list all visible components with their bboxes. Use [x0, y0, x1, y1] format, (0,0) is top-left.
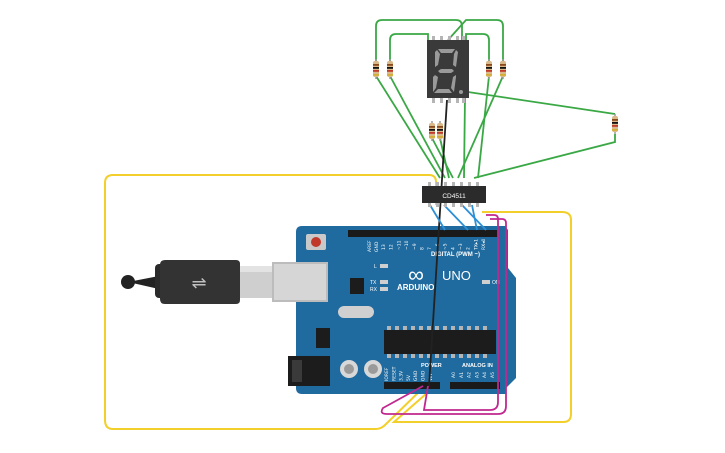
green-wire-4[interactable]: [447, 19, 504, 62]
power-header: [384, 382, 440, 389]
blue-wire-4[interactable]: [461, 204, 487, 231]
pin-label: TX▸1: [473, 239, 479, 251]
yellow-wire-right-loop[interactable]: [391, 211, 572, 423]
aref-pin-label: AREF: [367, 240, 373, 252]
atmega-chip: [384, 330, 496, 354]
magenta-wires: [380, 214, 507, 415]
pin-label: Vin: [428, 374, 434, 381]
resistor[interactable]: [500, 59, 506, 79]
led-rx-label: RX: [370, 287, 378, 293]
resistor[interactable]: [612, 114, 618, 134]
led-tx: [380, 280, 388, 284]
blue-wire-2[interactable]: [443, 204, 469, 231]
pin-label: 13: [381, 244, 387, 250]
pin-label: 8: [420, 247, 426, 250]
green-wire-8[interactable]: [457, 75, 504, 179]
pin-label: GND: [421, 370, 427, 381]
voltage-regulator: [316, 328, 330, 348]
pin-label: ~9: [412, 243, 418, 250]
pin-label: 5V: [406, 374, 412, 381]
display-segments: [433, 49, 458, 93]
decoder-label: CD4511: [442, 193, 466, 200]
pin-label: ~10: [404, 240, 410, 250]
pin-label: A0: [451, 372, 457, 378]
resistor[interactable]: [437, 121, 443, 141]
pin-label: A3: [474, 372, 480, 378]
on-led: [482, 280, 490, 284]
resistor[interactable]: [486, 59, 492, 79]
arduino-uno-board[interactable]: DIGITAL (PWM ~) ARDUINO UNO ∞ POWER ANAL…: [272, 226, 516, 394]
green-wire-6[interactable]: [389, 75, 446, 179]
pin-label: A5: [490, 372, 496, 378]
black-wire-gnd[interactable]: [428, 99, 448, 387]
yellow-wire-left-loop[interactable]: [104, 174, 437, 430]
resistor[interactable]: [429, 121, 435, 141]
green-wire-5[interactable]: [375, 75, 441, 179]
on-led-label: ON: [492, 280, 500, 286]
green-wire-13[interactable]: [473, 134, 616, 179]
seven-segment-display[interactable]: 8: [0, 0, 469, 103]
magenta-wire-1[interactable]: [422, 214, 499, 411]
pin-label: A1: [459, 372, 465, 378]
analog-header: [450, 382, 500, 389]
cd4511-decoder[interactable]: CD4511: [422, 182, 486, 207]
green-wire-11[interactable]: [467, 91, 616, 115]
usb-icon: ⇌: [191, 273, 206, 293]
pin-label: 4: [450, 247, 456, 250]
green-wire-10[interactable]: [439, 137, 450, 179]
pin-label: 3.3V: [399, 370, 405, 381]
led-l: [380, 264, 388, 268]
blue-wires: [429, 204, 487, 231]
green-wire-7[interactable]: [477, 75, 490, 179]
pin-label: RESET: [391, 366, 397, 381]
infinity-logo: ∞: [408, 262, 424, 287]
digital-label: DIGITAL (PWM ~): [431, 252, 480, 258]
usb-chip: [350, 278, 364, 294]
pin-label: IOREF: [384, 367, 390, 381]
pin-label: ~11: [396, 240, 402, 250]
decimal-point: [459, 90, 463, 94]
green-wire-2[interactable]: [389, 33, 429, 62]
usb-cable[interactable]: ⇌: [121, 260, 276, 304]
magenta-wire-2[interactable]: [380, 218, 507, 415]
yellow-wires: [104, 174, 572, 430]
led-rx: [380, 287, 388, 291]
green-wire-12[interactable]: [463, 95, 466, 179]
gnd-pin-label: GND: [374, 241, 380, 252]
green-wires: [375, 19, 616, 179]
resistor[interactable]: [387, 59, 393, 79]
led-tx-label: TX: [370, 280, 377, 286]
pin-label: ~5: [443, 243, 449, 250]
pin-label: A4: [482, 372, 488, 378]
model-label: UNO: [442, 268, 471, 283]
pin-label: 2: [466, 247, 472, 250]
resistors: [373, 59, 618, 141]
led-l-label: L: [374, 264, 377, 270]
power-label: POWER: [421, 363, 442, 369]
crystal-oscillator: [338, 306, 374, 318]
pin-label: A2: [467, 372, 473, 378]
pin-label: 7: [427, 247, 433, 250]
brand-label: ARDUINO: [397, 283, 434, 292]
pin-label: RX◂0: [481, 239, 487, 250]
analog-label: ANALOG IN: [462, 363, 493, 369]
green-wire-3[interactable]: [465, 33, 490, 62]
pin-label: ~3: [458, 243, 464, 250]
blue-wire-1[interactable]: [429, 204, 446, 231]
pin-label: 12: [389, 244, 395, 250]
digital-header: [348, 230, 498, 237]
pin-label: GND: [413, 370, 419, 381]
resistor[interactable]: [373, 59, 379, 79]
